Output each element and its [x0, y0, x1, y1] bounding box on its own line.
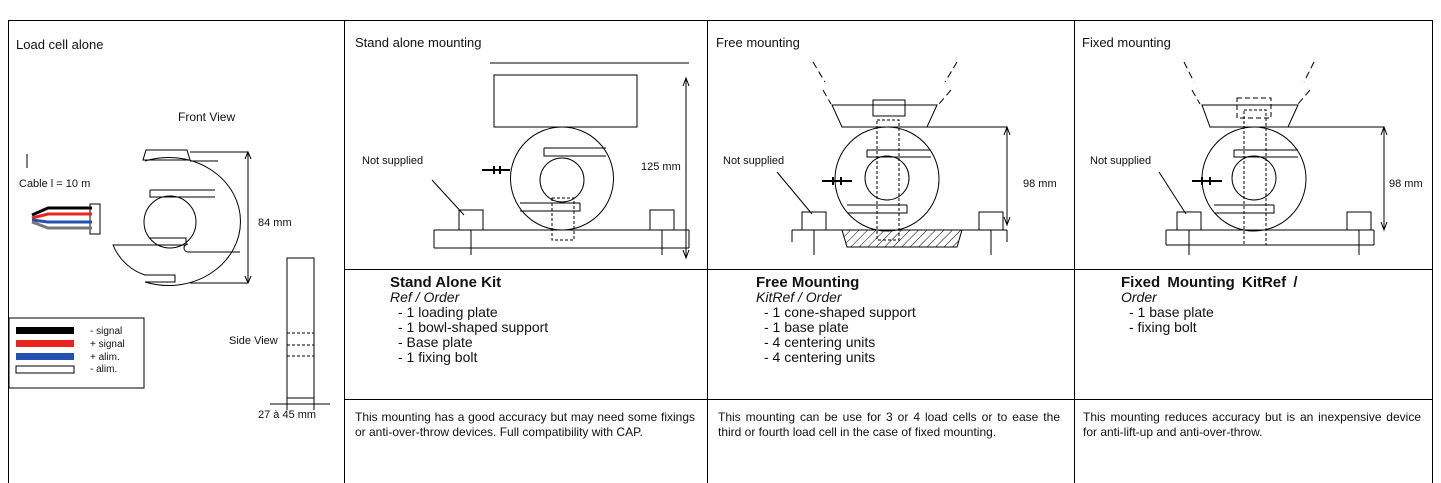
- kit-free: Free Mounting KitRef / Order - 1 cone-sh…: [756, 275, 916, 365]
- kit-item: - Base plate: [398, 334, 473, 350]
- row-divider-2: [344, 399, 1432, 400]
- wire-label-plus-alim: + alim.: [90, 352, 120, 363]
- cable-length-label: Cable l = 10 m: [19, 178, 91, 190]
- note-free: This mounting can be use for 3 or 4 load…: [718, 410, 1060, 439]
- note-stand-alone: This mounting has a good accuracy but ma…: [355, 410, 695, 439]
- side-view-label: Side View: [229, 335, 278, 347]
- wire-label-minus-alim: - alim.: [90, 364, 118, 375]
- kit-item: - 1 base plate: [1129, 304, 1214, 320]
- kit-item: - 1 cone-shaped support: [764, 304, 916, 320]
- kit-item: - fixing bolt: [1129, 319, 1197, 335]
- row-divider-1: [344, 269, 1432, 270]
- kit-stand-alone-ref: Ref / Order: [390, 289, 460, 305]
- note-fixed: This mounting reduces accuracy but is an…: [1083, 410, 1421, 439]
- kit-item: - 1 loading plate: [398, 304, 498, 320]
- divider-col-2: [707, 20, 708, 483]
- kit-item: - 4 centering units: [764, 349, 876, 365]
- kit-fixed-ref: Order: [1121, 289, 1157, 305]
- front-view-label: Front View: [178, 110, 236, 124]
- wire-label-plus-signal: + signal: [90, 339, 125, 350]
- kit-stand-alone: Stand Alone Kit Ref / Order - 1 loading …: [390, 275, 548, 365]
- kit-stand-alone-title: Stand Alone Kit: [390, 274, 502, 291]
- fixed-not-supplied: Not supplied: [1090, 155, 1152, 167]
- free-not-supplied: Not supplied: [723, 155, 785, 167]
- header-load-cell: Load cell alone: [16, 37, 104, 52]
- fixed-height-label: 98 mm: [1389, 178, 1423, 190]
- header-free-mounting: Free mounting: [716, 35, 800, 50]
- stand-alone-height-label: 125 mm: [641, 161, 681, 173]
- wire-label-minus-signal: - signal: [90, 326, 123, 337]
- height-84-label: 84 mm: [258, 217, 292, 229]
- kit-free-title: Free Mounting: [756, 274, 860, 291]
- border-left: [8, 20, 9, 483]
- header-fixed-mounting: Fixed mounting: [1082, 35, 1171, 50]
- kit-fixed: Fixed Mounting KitRef / Order - 1 base p…: [1121, 275, 1297, 335]
- border-right: [1432, 20, 1433, 483]
- kit-free-ref: KitRef / Order: [756, 289, 842, 305]
- fixed-mounting-drawing: [1158, 61, 1388, 255]
- stand-alone-drawing: [431, 62, 690, 260]
- kit-fixed-title: Fixed Mounting KitRef /: [1121, 274, 1298, 291]
- divider-col-1: [344, 20, 345, 483]
- stand-alone-not-supplied: Not supplied: [362, 155, 424, 167]
- free-mounting-drawing: [776, 61, 1011, 255]
- kit-item: - 1 fixing bolt: [398, 349, 478, 365]
- width-range-label: 27 à 45 mm: [258, 409, 317, 421]
- header-stand-alone: Stand alone mounting: [355, 35, 482, 50]
- free-height-label: 98 mm: [1023, 178, 1057, 190]
- kit-item: - 1 bowl-shaped support: [398, 319, 549, 335]
- kit-item: - 4 centering units: [764, 334, 876, 350]
- kit-item: - 1 base plate: [764, 319, 849, 335]
- divider-col-3: [1074, 20, 1075, 483]
- border-top: [8, 20, 1432, 21]
- load-cell-front-drawing: [8, 149, 330, 410]
